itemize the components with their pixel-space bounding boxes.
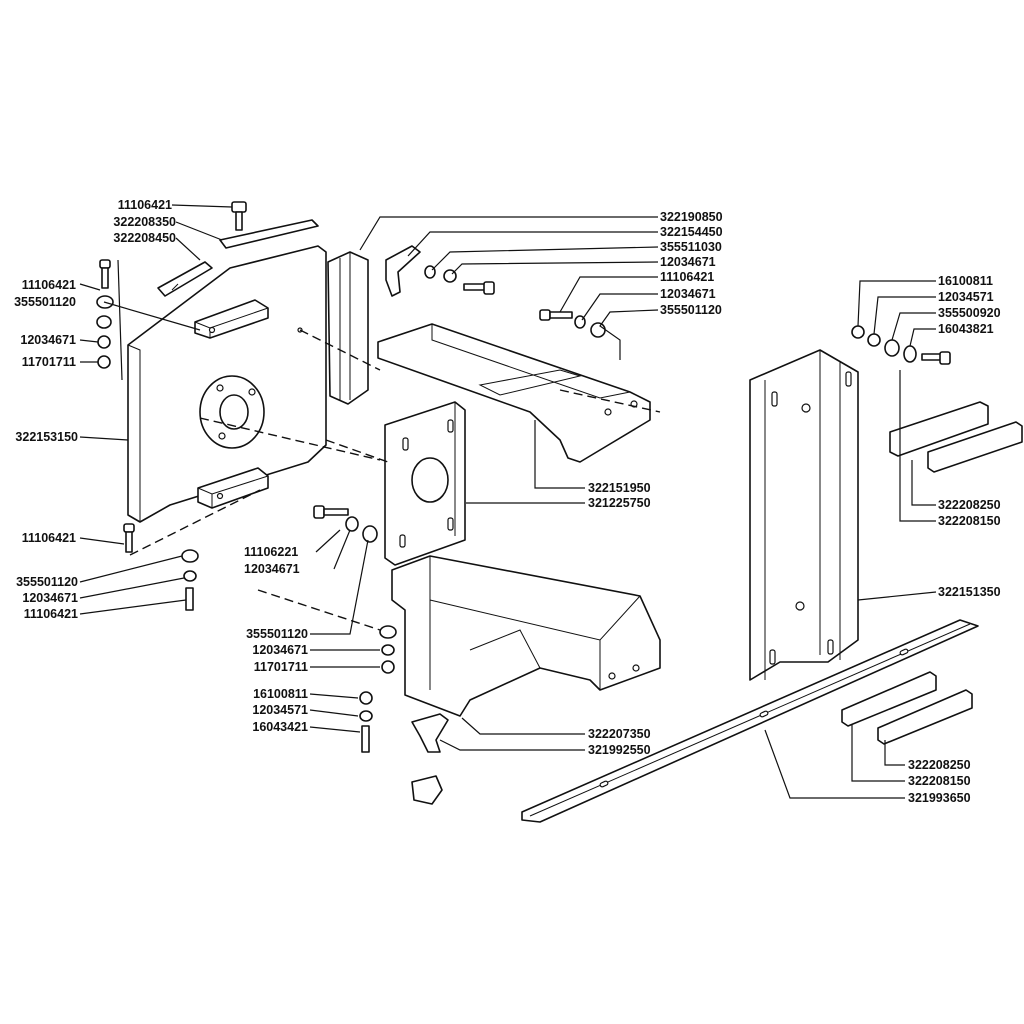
callout-c04: 11106421 [22,278,76,292]
small-bracket [411,713,449,753]
callout-c38: 322151350 [938,585,1001,599]
shim-lower-right-b [877,689,973,745]
loose-clip [411,775,443,805]
callout-c31: 321992550 [588,743,651,757]
callout-c01: 11106421 [118,198,172,212]
callout-c13: 322190850 [660,210,723,224]
callout-c27: 16100811 [253,687,308,701]
callout-c15: 355511030 [660,240,722,254]
side-plate [127,245,327,523]
leader-lines [79,204,937,799]
callout-c41: 321993650 [908,791,971,805]
callout-c21: 321225750 [588,496,651,510]
shim-322208350 [219,219,319,249]
shim-lower-right-a [841,671,937,727]
callout-c14: 322154450 [660,225,723,239]
mounting-plate [384,401,466,566]
vertical-channel [327,251,369,405]
callout-c25: 12034671 [252,643,308,657]
callout-c11: 12034671 [22,591,78,605]
angle-bracket-top [194,299,269,339]
callout-c07: 11701711 [22,355,76,369]
callout-labels: 11106421 322208350 322208450 11106421 35… [14,198,1001,805]
callout-c06: 12034671 [20,333,76,347]
callout-c18: 12034671 [660,287,716,301]
callout-c30: 322207350 [588,727,651,741]
callout-c16: 12034671 [660,255,716,269]
callout-c35: 16043821 [938,322,994,336]
shim-322208450 [157,261,213,297]
callout-c29: 16043421 [252,720,308,734]
callout-c19: 355501120 [660,303,722,317]
callout-c36: 322208250 [938,498,1001,512]
callout-c03: 322208450 [113,231,176,245]
callout-c40: 322208150 [908,774,971,788]
callout-c17: 11106421 [660,270,714,284]
callout-c05: 355501120 [14,295,76,309]
callout-c26: 11701711 [254,660,308,674]
callout-c33: 12034571 [938,290,994,304]
long-bar [521,619,979,823]
callout-c37: 322208150 [938,514,1001,528]
callout-c32: 16100811 [938,274,993,288]
right-channel [749,349,859,681]
callout-c09: 11106421 [22,531,76,545]
callout-c39: 322208250 [908,758,971,772]
callout-c28: 12034571 [252,703,308,717]
callout-c10: 355501120 [16,575,78,589]
angle-bracket-bottom [197,467,269,509]
assembly-lines [129,329,661,631]
hardware [96,201,951,753]
shim-upper-right-b [927,421,1023,473]
callout-c12: 11106421 [24,607,78,621]
callout-c24: 355501120 [246,627,308,641]
callout-c22: 11106221 [244,545,298,559]
callout-c20: 322151950 [588,481,651,495]
shim-upper-right-a [889,401,989,457]
callout-c08: 322153150 [15,430,78,444]
clip-322154450 [385,245,421,297]
callout-c02: 322208350 [113,215,176,229]
callout-c34: 355500920 [938,306,1001,320]
lower-beam [391,555,661,717]
callout-c23: 12034671 [244,562,300,576]
top-beam [377,323,651,463]
